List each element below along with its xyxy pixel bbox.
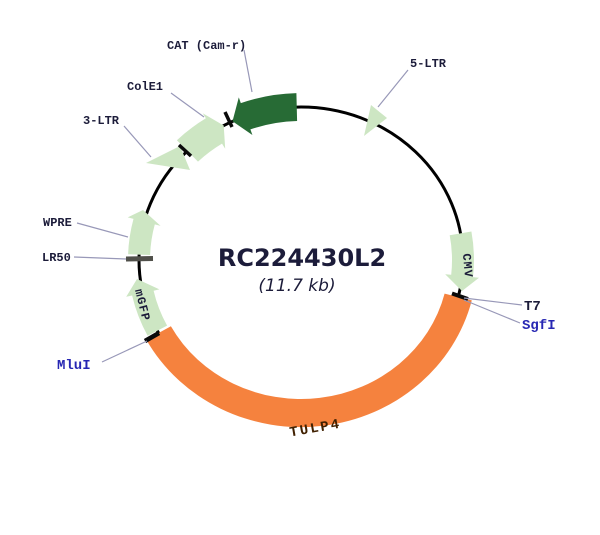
site-label-sgfi: SgfI bbox=[522, 318, 556, 334]
leader-t7 bbox=[463, 297, 523, 306]
feature-label-cmv: CMV bbox=[459, 253, 475, 279]
feature-arrow-cole1 bbox=[176, 113, 226, 162]
tick-mlui bbox=[143, 331, 161, 343]
leader-wpre bbox=[76, 222, 129, 238]
feature-label-cole1: ColE1 bbox=[127, 80, 163, 94]
feature-label-5ltr: 5-LTR bbox=[410, 57, 447, 71]
feature-label-3ltr: 3-LTR bbox=[83, 114, 120, 128]
feature-triangle-3ltr bbox=[146, 146, 190, 170]
plasmid-size: (11.7 kb) bbox=[258, 276, 335, 296]
tick-3ltr bbox=[177, 143, 193, 158]
leader-mlui bbox=[101, 340, 148, 363]
feature-arrow-wpre bbox=[127, 210, 161, 255]
site-label-mlui: MluI bbox=[57, 358, 91, 374]
feature-label-wpre: WPRE bbox=[43, 216, 72, 230]
lr50-bar bbox=[125, 256, 154, 262]
leader-sgfi bbox=[463, 299, 521, 324]
leader-cole1 bbox=[170, 92, 205, 118]
leader-cat bbox=[243, 49, 253, 93]
feature-label-lr50: LR50 bbox=[42, 251, 71, 265]
feature-label-cat: CAT (Cam-r) bbox=[167, 39, 246, 53]
leader-3ltr bbox=[123, 125, 152, 158]
feature-arrow-mgfp bbox=[126, 279, 168, 336]
feature-triangle-5ltr bbox=[364, 105, 387, 136]
tick-cat-cole1 bbox=[223, 111, 234, 128]
leader-lr50 bbox=[73, 256, 127, 260]
site-label-t7: T7 bbox=[524, 299, 541, 315]
feature-arrow-cat bbox=[232, 93, 298, 135]
feature-arrow-cmv bbox=[445, 231, 479, 291]
feature-arc-tulp4 bbox=[146, 293, 472, 428]
leader-5ltr bbox=[377, 69, 409, 108]
plasmid-name: RC224430L2 bbox=[218, 244, 386, 272]
